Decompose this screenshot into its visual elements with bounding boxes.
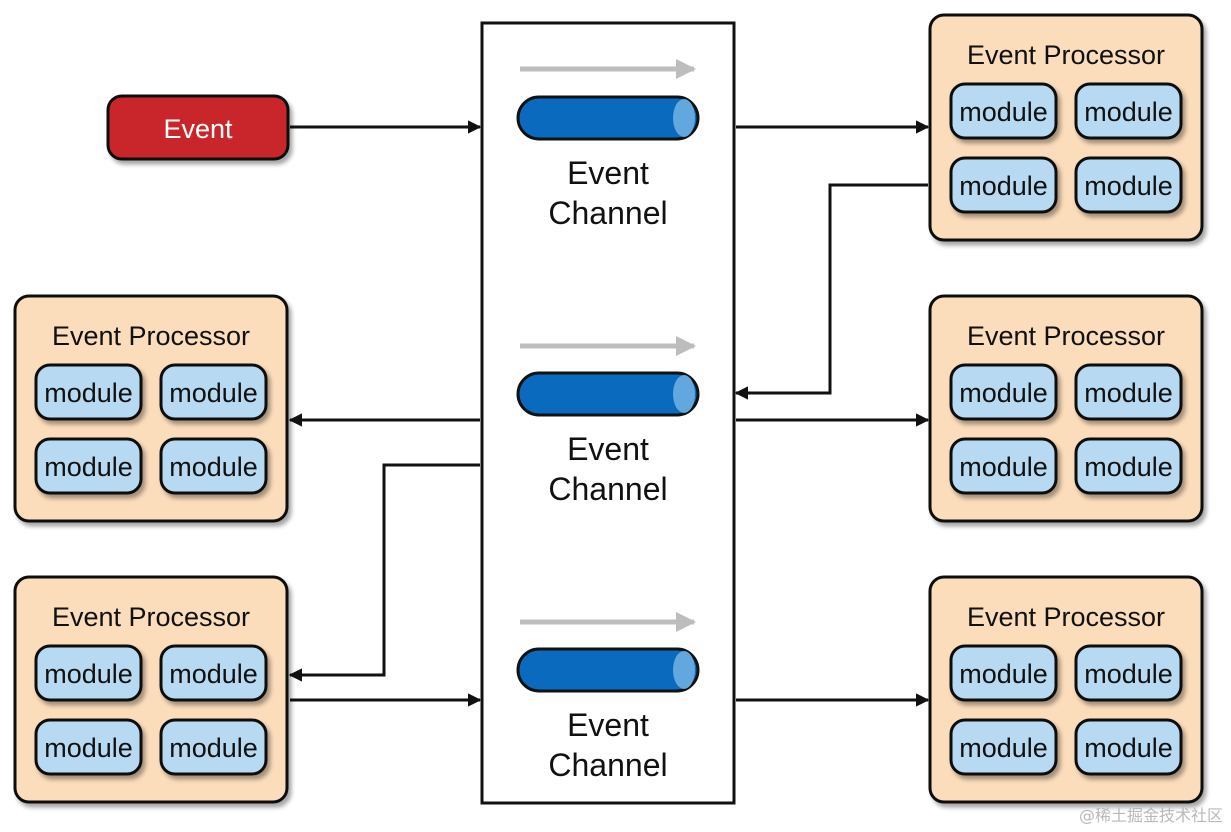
module-box: [34, 363, 143, 421]
channel-label-line1: Event: [567, 707, 649, 743]
module-box: [949, 437, 1058, 495]
module-box: [949, 363, 1058, 421]
module-box: [949, 82, 1058, 140]
connector-processor-right-1-to-channel-2: [734, 183, 928, 400]
module-box: [1074, 437, 1183, 495]
event-processor-left-1: Event Processor module module module mod…: [13, 294, 289, 523]
event-channel-1: Event Channel: [516, 59, 700, 231]
connectors: [288, 120, 930, 707]
processor-title: Event Processor: [967, 602, 1165, 632]
module-label: module: [1084, 171, 1173, 201]
channel-label-line1: Event: [567, 155, 649, 191]
module-box: [159, 644, 268, 702]
event-processor-right-1: Event Processor module module module mod…: [928, 13, 1204, 242]
processor-title: Event Processor: [52, 602, 250, 632]
module-label: module: [959, 378, 1048, 408]
event-processor-right-2: Event Processor module module module mod…: [928, 294, 1204, 523]
module-label: module: [44, 452, 133, 482]
watermark: @稀土掘金技术社区: [1078, 806, 1223, 825]
channel-label-line2: Channel: [548, 195, 667, 231]
module-box: [1074, 82, 1183, 140]
module-box: [949, 644, 1058, 702]
module-label: module: [44, 659, 133, 689]
channel-pipe-icon: [516, 371, 700, 417]
processor-title: Event Processor: [52, 321, 250, 351]
module-label: module: [1084, 378, 1173, 408]
module-label: module: [169, 452, 258, 482]
event-channel-2: Event Channel: [516, 336, 700, 507]
module-label: module: [44, 733, 133, 763]
module-label: module: [959, 659, 1048, 689]
module-label: module: [959, 452, 1048, 482]
module-label: module: [169, 378, 258, 408]
connector-channel-2-to-processor-left-2: [288, 463, 480, 682]
module-box: [34, 644, 143, 702]
module-box: [34, 718, 143, 776]
module-label: module: [1084, 733, 1173, 763]
module-box: [1074, 718, 1183, 776]
event-channel-3: Event Channel: [516, 612, 700, 783]
module-label: module: [44, 378, 133, 408]
event-label: Event: [163, 114, 233, 144]
channel-label-line1: Event: [567, 431, 649, 467]
channel-label-line2: Channel: [548, 471, 667, 507]
module-label: module: [169, 733, 258, 763]
module-label: module: [1084, 97, 1173, 127]
processor-title: Event Processor: [967, 40, 1165, 70]
module-box: [159, 718, 268, 776]
module-label: module: [1084, 452, 1173, 482]
module-label: module: [959, 97, 1048, 127]
module-box: [949, 156, 1058, 214]
module-box: [949, 718, 1058, 776]
initiating-event: Event: [106, 94, 290, 161]
module-box: [1074, 644, 1183, 702]
module-label: module: [1084, 659, 1173, 689]
processor-title: Event Processor: [967, 321, 1165, 351]
channel-pipe-icon: [516, 95, 700, 141]
channel-label-line2: Channel: [548, 747, 667, 783]
module-box: [1074, 363, 1183, 421]
channel-pipe-icon: [516, 647, 700, 693]
module-label: module: [959, 733, 1048, 763]
event-processor-right-3: Event Processor module module module mod…: [928, 575, 1204, 804]
module-box: [1074, 156, 1183, 214]
module-box: [159, 437, 268, 495]
module-label: module: [959, 171, 1048, 201]
module-box: [159, 363, 268, 421]
module-box: [34, 437, 143, 495]
module-label: module: [169, 659, 258, 689]
event-processor-left-2: Event Processor module module module mod…: [13, 575, 289, 804]
